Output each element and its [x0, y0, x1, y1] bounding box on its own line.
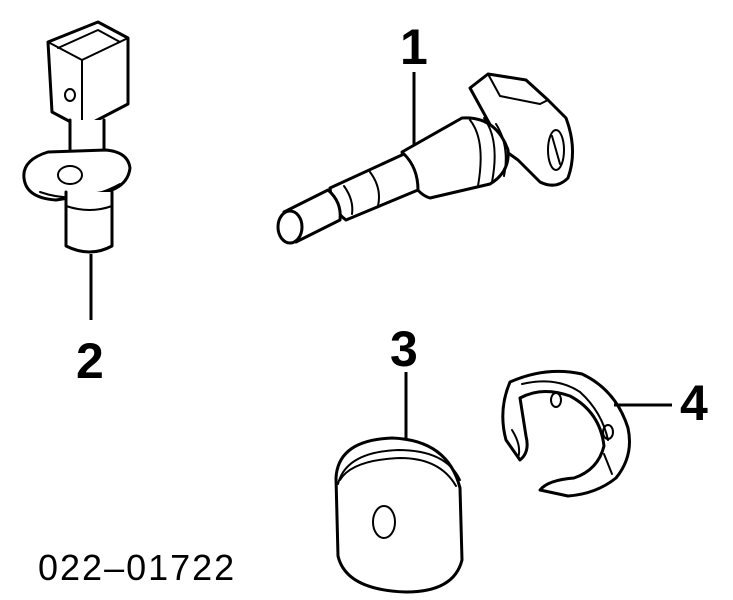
part-4-retaining-clip: [501, 369, 631, 498]
part-1-position-sensor: [276, 72, 574, 245]
callout-4: 4: [680, 375, 708, 431]
callout-1: 1: [400, 19, 428, 75]
callout-3: 3: [390, 321, 418, 377]
part-3-trigger-disc: [334, 436, 464, 594]
reference-code: 022–01722: [38, 547, 236, 588]
part-2-speed-sensor: [22, 20, 132, 254]
callout-2: 2: [76, 333, 104, 389]
